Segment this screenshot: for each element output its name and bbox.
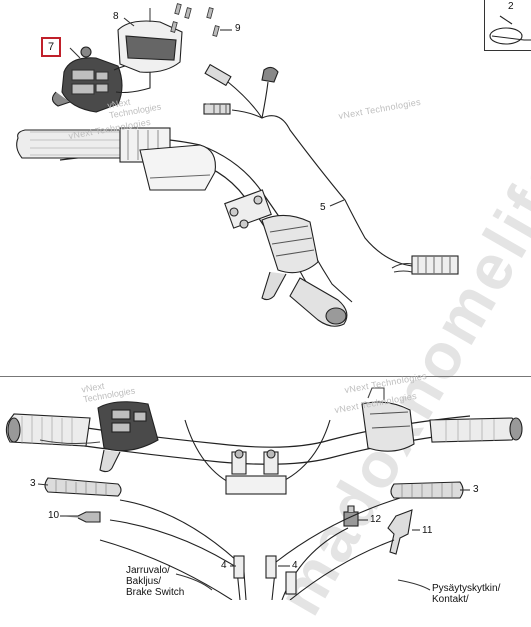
cable-tie-inset-frame: [484, 0, 531, 51]
callout-4-left: 4: [221, 560, 227, 571]
center-clamp-lower: [225, 449, 287, 495]
callout-4-right: 4: [292, 560, 298, 571]
leader-7: [69, 47, 81, 59]
screws: [170, 3, 220, 37]
callout-3-left: 3: [30, 478, 36, 489]
callout-9: 9: [235, 23, 241, 34]
leader-8: [123, 17, 135, 27]
right-switch-upper: [261, 214, 319, 301]
right-switch-lower: [361, 387, 415, 452]
kill-switch-caption: Pysäytyskytkin/ Kontakt/: [432, 583, 501, 605]
callout-5: 5: [320, 202, 326, 213]
callout-3-right: 3: [473, 484, 479, 495]
callout-7-highlighted: 7: [41, 37, 62, 57]
wire-harness: [203, 63, 459, 275]
left-grip-lower: [5, 413, 91, 447]
callout-2: 2: [508, 1, 514, 12]
heating-element-left: [44, 477, 122, 497]
leader-3-left: [37, 483, 49, 486]
diagram-drawing: [5, 3, 531, 600]
leader-brake: [175, 573, 213, 591]
callout-12: 12: [370, 514, 382, 525]
left-switch-assembly: [51, 46, 151, 113]
connector-12: [343, 505, 359, 527]
heating-element-right: [390, 481, 464, 499]
connector-10: [62, 511, 101, 523]
center-clamp-upper: [224, 189, 272, 229]
right-grip-upper: [289, 277, 348, 327]
rear-housing: [117, 8, 183, 73]
leader-5: [329, 199, 345, 207]
throttle-housing: [139, 144, 216, 191]
section-divider: [0, 376, 531, 377]
brake-switch-caption: Jarruvalo/ Bakljus/ Brake Switch: [126, 565, 185, 598]
callout-10: 10: [48, 510, 60, 521]
bracket-11: [387, 509, 413, 555]
callout-11: 11: [422, 525, 433, 536]
leader-kill: [397, 579, 431, 591]
cable-tie-inset: [489, 15, 531, 45]
right-grip-lower: [429, 417, 523, 443]
left-switch-lower: [39, 401, 159, 473]
wiring-lower: [99, 497, 401, 600]
callout-8: 8: [113, 11, 119, 22]
